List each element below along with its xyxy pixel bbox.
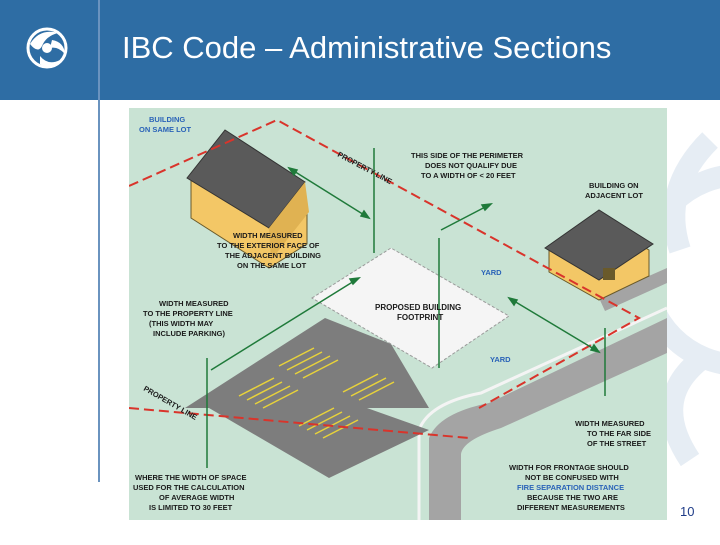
parking-stripes [238,347,395,439]
svg-text:BUILDING ON: BUILDING ON [589,181,639,190]
frontage-note-label: WIDTH FOR FRONTAGE SHOULD NOT BE CONFUSE… [509,463,629,512]
yard-label-top: YARD [481,268,502,277]
svg-text:(THIS WIDTH MAY: (THIS WIDTH MAY [149,319,213,328]
perimeter-note-label: THIS SIDE OF THE PERIMETER DOES NOT QUAL… [411,151,524,180]
header-divider [98,0,100,482]
building-adjacent-lot-label: BUILDING ON ADJACENT LOT [585,181,643,200]
building-adjacent-lot [544,209,654,301]
building-same-lot-label: BUILDING ON SAME LOT [139,115,192,134]
svg-text:WIDTH FOR FRONTAGE SHOULD: WIDTH FOR FRONTAGE SHOULD [509,463,629,472]
svg-text:THIS SIDE OF THE PERIMETER: THIS SIDE OF THE PERIMETER [411,151,524,160]
phoenix-icon [26,27,68,69]
svg-text:INCLUDE PARKING): INCLUDE PARKING) [153,329,225,338]
driveway [599,268,667,311]
svg-text:WIDTH MEASURED: WIDTH MEASURED [575,419,645,428]
width-far-side-label: WIDTH MEASURED TO THE FAR SIDE OF THE ST… [575,419,651,448]
svg-text:IS LIMITED TO 30 FEET: IS LIMITED TO 30 FEET [149,503,233,512]
svg-text:TO A WIDTH OF < 20 FEET: TO A WIDTH OF < 20 FEET [421,171,516,180]
svg-text:TO THE PROPERTY LINE: TO THE PROPERTY LINE [143,309,233,318]
svg-text:FIRE SEPARATION DISTANCE: FIRE SEPARATION DISTANCE [517,483,624,492]
phoenix-logo [0,0,98,100]
svg-text:FOOTPRINT: FOOTPRINT [397,313,443,322]
building-same-lot [186,129,309,269]
slide-number: 10 [680,504,695,519]
measurement-arrows [206,148,606,468]
svg-text:THE ADJACENT BUILDING: THE ADJACENT BUILDING [225,251,321,260]
svg-text:DOES NOT QUALIFY DUE: DOES NOT QUALIFY DUE [425,161,517,170]
svg-text:ADJACENT LOT: ADJACENT LOT [585,191,643,200]
svg-text:BUILDING: BUILDING [149,115,185,124]
svg-text:WIDTH MEASURED: WIDTH MEASURED [159,299,229,308]
width-limited-label: WHERE THE WIDTH OF SPACE USED FOR THE CA… [133,473,247,512]
svg-text:OF THE STREET: OF THE STREET [587,439,647,448]
svg-text:ON THE SAME LOT: ON THE SAME LOT [237,261,307,270]
svg-text:TO THE EXTERIOR FACE OF: TO THE EXTERIOR FACE OF [217,241,320,250]
proposed-building-label: PROPOSED BUILDING FOOTPRINT [375,303,461,322]
svg-text:WIDTH MEASURED: WIDTH MEASURED [233,231,303,240]
svg-text:WHERE THE WIDTH OF SPACE: WHERE THE WIDTH OF SPACE [135,473,247,482]
slide-title: IBC Code – Administrative Sections [122,30,612,65]
width-property-line-label: WIDTH MEASURED TO THE PROPERTY LINE (THI… [143,299,233,338]
svg-text:BECAUSE THE TWO ARE: BECAUSE THE TWO ARE [527,493,618,502]
width-exterior-face-label: WIDTH MEASURED TO THE EXTERIOR FACE OF T… [217,231,321,270]
svg-text:NOT BE CONFUSED WITH: NOT BE CONFUSED WITH [525,473,619,482]
svg-text:PROPOSED BUILDING: PROPOSED BUILDING [375,303,461,312]
property-line [128,118,642,439]
svg-text:ON SAME LOT: ON SAME LOT [139,125,192,134]
parking-lot [185,318,429,478]
yard-label-bottom: YARD [490,355,511,364]
header-bar [0,0,720,100]
lot-width-diagram: BUILDING ON SAME LOT THIS SIDE OF THE PE… [128,108,668,520]
svg-text:TO THE FAR SIDE: TO THE FAR SIDE [587,429,651,438]
proposed-footprint [311,247,510,369]
svg-text:USED FOR THE CALCULATION: USED FOR THE CALCULATION [133,483,245,492]
svg-text:DIFFERENT MEASUREMENTS: DIFFERENT MEASUREMENTS [517,503,625,512]
svg-text:OF AVERAGE WIDTH: OF AVERAGE WIDTH [159,493,234,502]
